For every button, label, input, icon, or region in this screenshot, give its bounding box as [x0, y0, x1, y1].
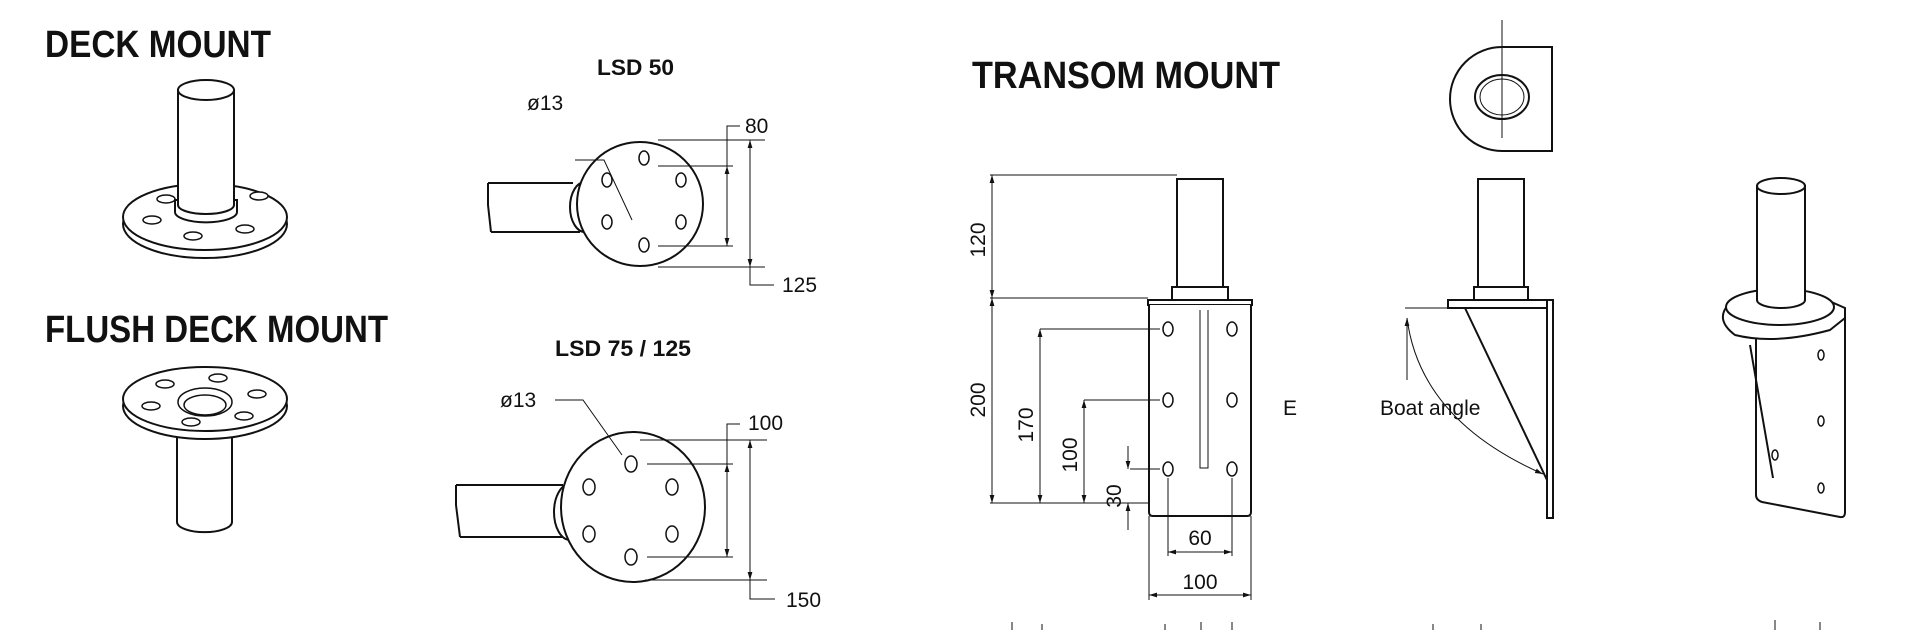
- flush-deck-mount-title: FLUSH DECK MOUNT: [45, 309, 388, 351]
- lsd50-hole-diameter: ø13: [527, 92, 563, 115]
- boat-angle-label: Boat angle: [1380, 397, 1480, 420]
- transom-hole-bottom: 30: [1103, 484, 1126, 507]
- lsd50-label: LSD 50: [597, 55, 674, 80]
- transom-hole-width: 60: [1188, 527, 1211, 550]
- transom-top-view: [1449, 20, 1553, 152]
- transom-side-view: [1404, 178, 1554, 519]
- lsd75-hole-diameter: ø13: [500, 389, 536, 412]
- transom-pipe-height: 120: [967, 222, 990, 257]
- lsd50-plate-diameter: 125: [782, 274, 817, 297]
- transom-hole-top: 170: [1015, 407, 1038, 442]
- lsd75-label: LSD 75 / 125: [555, 336, 691, 361]
- transom-isometric-view: [1721, 177, 1846, 519]
- lsd75-hole-spacing: 100: [748, 412, 783, 435]
- stray-letter: E: [1283, 397, 1297, 420]
- deck-mount-drawing: [122, 79, 288, 259]
- transom-plate-height: 200: [967, 382, 990, 417]
- deck-mount-title: DECK MOUNT: [45, 24, 271, 66]
- lsd75-plate-diameter: 150: [786, 589, 821, 612]
- lsd75-drawing: [455, 399, 775, 600]
- transom-front-view: [989, 174, 1253, 600]
- transom-plate-width: 100: [1182, 571, 1217, 594]
- transom-mount-title: TRANSOM MOUNT: [972, 55, 1280, 97]
- lsd50-drawing: [487, 125, 774, 286]
- transom-hole-mid: 100: [1059, 437, 1082, 472]
- flush-deck-mount-drawing: [122, 366, 288, 534]
- lsd50-hole-spacing: 80: [745, 115, 768, 138]
- bottom-marks: [1011, 620, 1821, 630]
